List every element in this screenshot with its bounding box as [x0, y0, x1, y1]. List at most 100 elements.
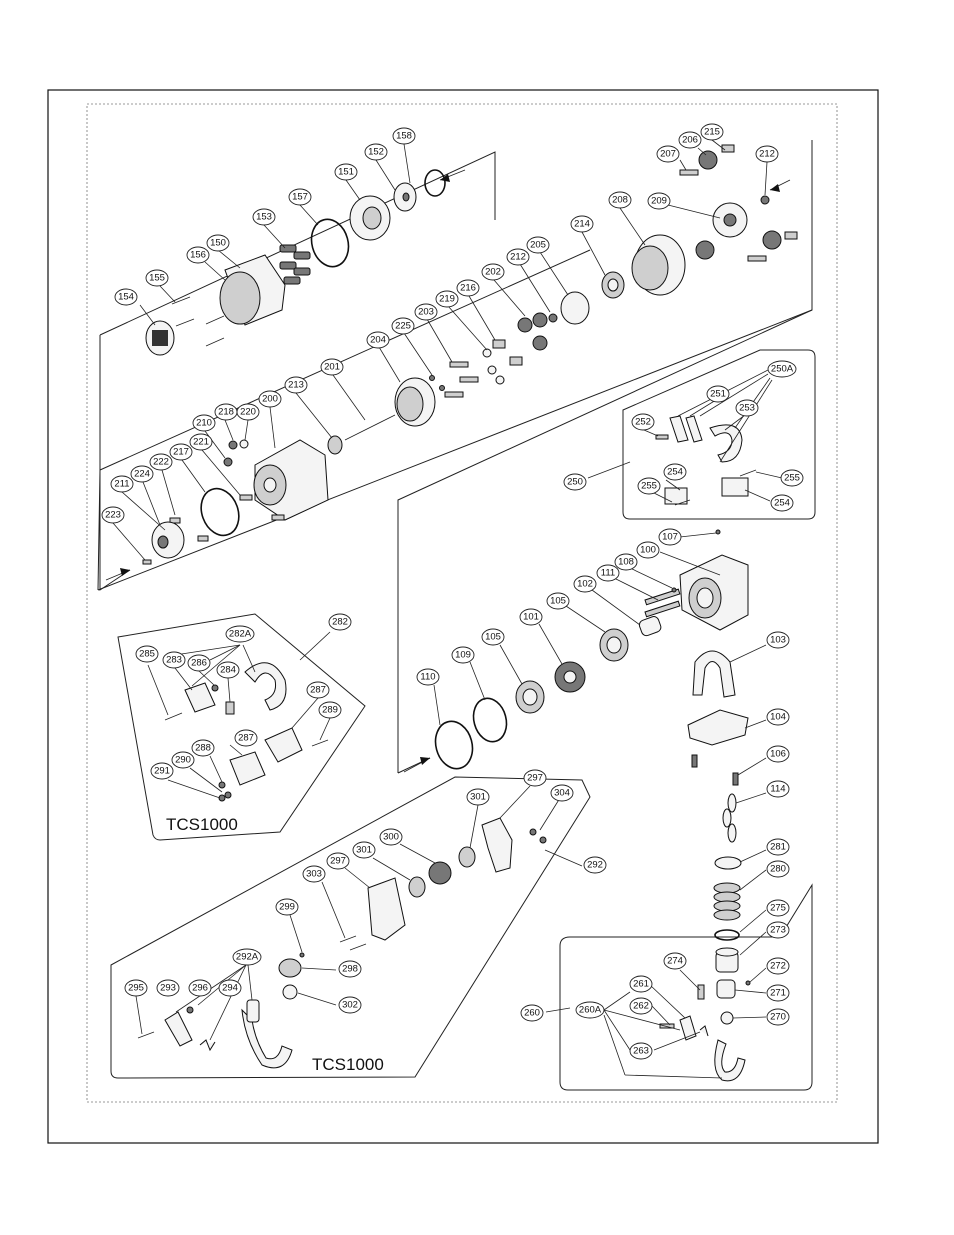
svg-text:211: 211 [114, 479, 129, 490]
part-107-plug [715, 529, 721, 535]
part-260-hook [714, 1039, 746, 1082]
callout-101: 101 [519, 608, 543, 626]
callout-110: 110 [416, 668, 440, 686]
svg-text:108: 108 [618, 557, 634, 568]
model-label-group-292: TCS1000 [312, 1055, 384, 1074]
svg-text:156: 156 [190, 250, 206, 261]
part-111-108-pins [644, 587, 681, 618]
part-282-hook [244, 662, 287, 711]
svg-text:295: 295 [128, 983, 144, 994]
callout-262: 262 [629, 997, 653, 1015]
part-301-bearing-b [408, 876, 426, 898]
callout-287-a: 287 [306, 681, 330, 699]
part-273-nut [715, 947, 739, 973]
svg-text:221: 221 [193, 437, 209, 448]
part-300-sprocket [428, 861, 452, 885]
svg-text:275: 275 [770, 903, 786, 914]
assembly-arrows [105, 169, 791, 773]
part-213-bearing [327, 435, 343, 455]
part-218-220-fittings [223, 439, 249, 467]
svg-text:215: 215 [704, 127, 720, 138]
model-label-group-282: TCS1000 [166, 815, 238, 834]
callout-282: 282 [328, 613, 352, 631]
part-263-spring [699, 1025, 709, 1037]
svg-text:287: 287 [238, 733, 254, 744]
part-225-balls [429, 375, 445, 391]
callout-107: 107 [658, 528, 682, 546]
callout-255-b: 255 [637, 477, 661, 495]
callout-224: 224 [130, 465, 154, 483]
callout-211: 211 [110, 475, 134, 493]
callout-216: 216 [456, 279, 480, 297]
part-299-ball [299, 952, 305, 958]
callout-287-b: 287 [234, 729, 258, 747]
callout-288: 288 [191, 739, 215, 757]
svg-text:107: 107 [662, 532, 678, 543]
part-289-screw [311, 739, 329, 747]
part-204-ring-gear [394, 377, 436, 427]
svg-text:155: 155 [149, 273, 165, 284]
callout-260A: 260A [575, 1001, 605, 1019]
callout-290: 290 [171, 751, 195, 769]
callout-217: 217 [169, 443, 193, 461]
callout-157: 157 [288, 188, 312, 206]
part-202-gears [517, 312, 548, 351]
svg-text:205: 205 [530, 240, 546, 251]
callout-218: 218 [214, 403, 238, 421]
callout-250A: 250A [767, 360, 797, 378]
part-201-shaft [344, 414, 396, 441]
part-287-block-b [229, 751, 266, 786]
svg-text:100: 100 [640, 545, 656, 556]
callout-250: 250 [563, 473, 587, 491]
inner-border [86, 103, 838, 1103]
svg-text:274: 274 [667, 956, 683, 967]
part-200-housing [253, 439, 329, 521]
svg-text:105: 105 [485, 632, 501, 643]
part-292-hook-shank [246, 999, 260, 1023]
svg-text:207: 207 [660, 149, 676, 160]
leader-lines [112, 139, 783, 1079]
svg-text:101: 101 [523, 612, 539, 623]
svg-text:106: 106 [770, 749, 786, 760]
part-252-pin [655, 434, 669, 440]
part-100-gearbox-housing [679, 554, 749, 631]
part-157-oring [310, 218, 350, 268]
svg-text:204: 204 [370, 335, 386, 346]
callout-289: 289 [318, 701, 342, 719]
callout-212-b: 212 [506, 248, 530, 266]
callout-203: 203 [414, 303, 438, 321]
svg-text:271: 271 [770, 988, 786, 999]
part-255-screws [674, 469, 757, 506]
svg-text:255: 255 [784, 473, 800, 484]
part-208-ring-gear [631, 234, 686, 296]
part-303-screws [339, 935, 367, 951]
callout-202: 202 [481, 263, 505, 281]
part-292-hook [241, 1008, 293, 1069]
svg-text:280: 280 [770, 864, 786, 875]
svg-text:224: 224 [134, 469, 150, 480]
callout-158: 158 [392, 127, 416, 145]
part-114-chain [722, 793, 737, 843]
callout-155: 155 [145, 269, 169, 287]
part-150-cover [219, 254, 286, 326]
callout-225: 225 [391, 317, 415, 335]
svg-text:214: 214 [574, 219, 590, 230]
part-270-washer [720, 1011, 734, 1025]
part-287-block-a [264, 727, 303, 763]
svg-text:212: 212 [510, 252, 526, 263]
callout-200: 200 [258, 390, 282, 408]
callout-206: 206 [678, 131, 702, 149]
group-260-outline [559, 883, 813, 1091]
callout-291: 291 [150, 762, 174, 780]
svg-text:253: 253 [739, 403, 755, 414]
part-215-pins [679, 144, 798, 262]
svg-text:225: 225 [395, 321, 411, 332]
callout-251: 251 [706, 385, 730, 403]
callout-263: 263 [629, 1042, 653, 1060]
svg-text:219: 219 [439, 294, 455, 305]
svg-text:292: 292 [587, 860, 603, 871]
callout-221: 221 [189, 433, 213, 451]
svg-text:206: 206 [682, 135, 698, 146]
svg-text:158: 158 [396, 131, 412, 142]
callout-285: 285 [135, 645, 159, 663]
